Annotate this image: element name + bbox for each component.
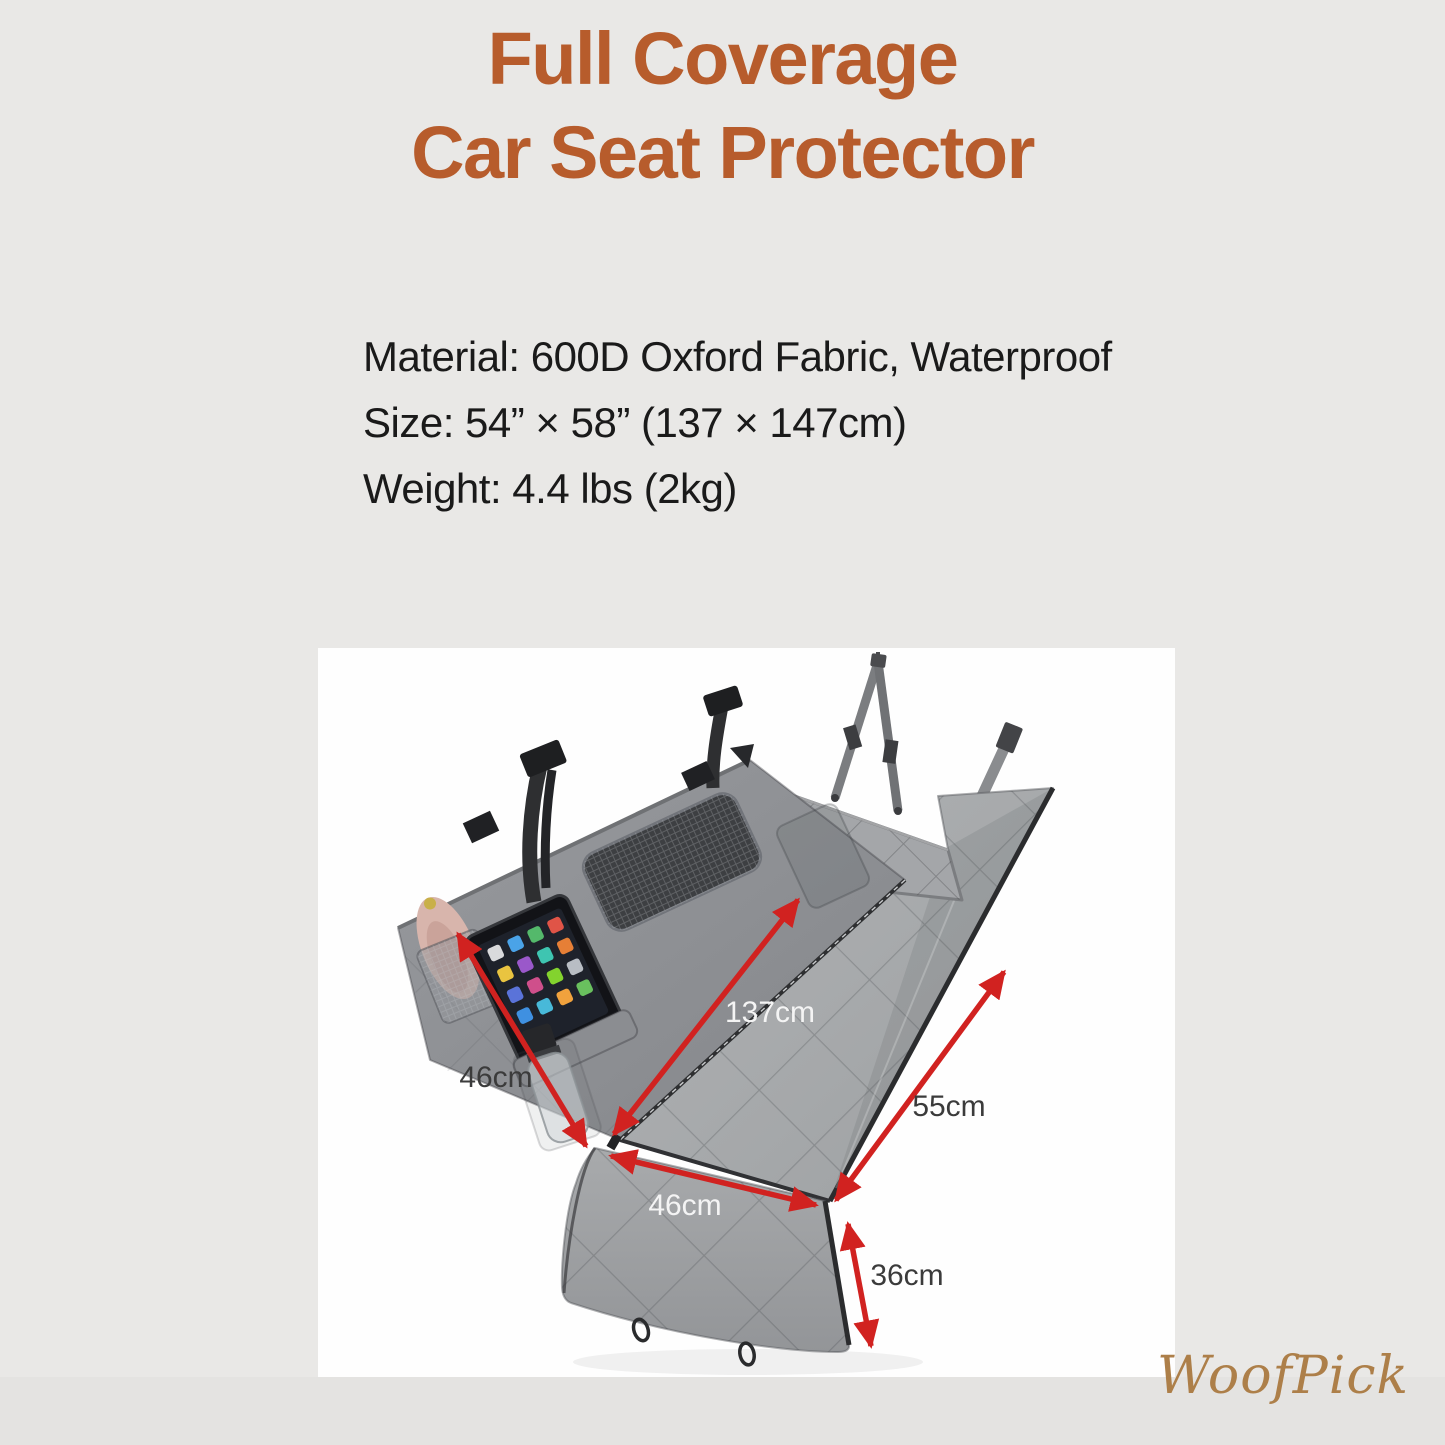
seat-anchor-strap-left [462,739,567,904]
strap-adjuster-left [843,724,863,751]
spec-list: Material: 600D Oxford Fabric, Waterproof… [363,324,1112,522]
dimension-arrows [455,897,1007,1349]
car-seat-protector-illustration: 46cm 137cm 55cm 46cm 36cm [397,652,1056,1375]
toy-tag [424,897,437,910]
brand-watermark: WoofPick [1156,1346,1409,1406]
arrow-front-drop [839,1221,880,1349]
strap-clip [681,761,715,791]
strap-hook [870,653,887,668]
dimension-label-front-drop: 36cm [870,1259,943,1292]
spec-weight: Weight: 4.4 lbs (2kg) [363,465,737,512]
strap-buckle [703,685,743,717]
product-image-panel: 46cm 137cm 55cm 46cm 36cm [318,648,1175,1378]
spec-size: Size: 54” × 58” (137 × 147cm) [363,399,907,446]
storage-pocket [776,803,870,909]
bottom-band [0,1377,1445,1445]
strap-adjuster-right [882,739,899,764]
dimension-label-front-width: 46cm [648,1189,721,1222]
page-title: Full Coverage Car Seat Protector [0,12,1445,200]
seat-anchor-strap-right [681,685,754,791]
dimension-label-side: 55cm [912,1090,985,1123]
arrow-length [611,897,801,1137]
arrow-side [833,969,1007,1203]
d-ring-right [738,1341,756,1367]
strap-buckle-upper [996,722,1023,754]
headrest-strap [830,652,903,815]
dimension-label-back-height: 46cm [459,1061,532,1094]
zipper-pull [606,1132,622,1151]
page-title-line2: Car Seat Protector [411,111,1035,194]
d-ring-left [631,1317,651,1343]
corner-clip [730,744,754,768]
spec-material: Material: 600D Oxford Fabric, Waterproof [363,333,1112,380]
strap-buckle [519,739,567,778]
page-title-line1: Full Coverage [487,17,959,100]
dimension-label-length: 137cm [725,996,815,1029]
arrow-front-width [608,1149,819,1212]
strap-clip [462,810,500,844]
arrow-back-height [455,931,589,1149]
ground-shadow [573,1349,923,1375]
